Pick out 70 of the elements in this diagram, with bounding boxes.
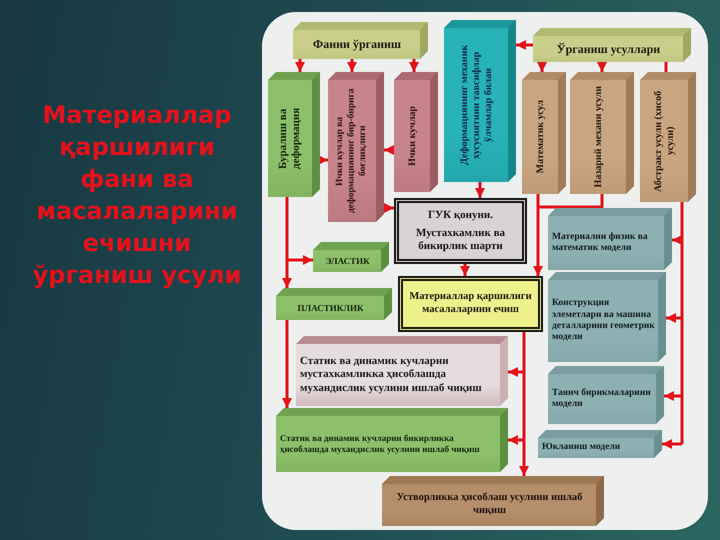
connector-line — [664, 62, 668, 72]
prism-block — [548, 272, 666, 362]
prism-block — [296, 336, 508, 406]
arrow — [409, 59, 419, 72]
block-label: ЭЛАСТИК — [325, 256, 370, 266]
prism-block — [548, 208, 672, 270]
block-label: Ички кучлар — [406, 106, 418, 166]
arrow — [662, 439, 682, 449]
block-label: Фанни ўрганиш — [312, 37, 402, 52]
prism-block — [548, 366, 664, 424]
arrow — [537, 62, 547, 72]
prism-block — [313, 242, 389, 272]
block-label: Деформациянинг механик хусусиятини тавсифлар ўлчамлар билан — [458, 44, 494, 168]
block-label: Статик ва динамик кучларни мустахкамликка ҳисоблашда мухандислик усулини ишлаб чиқиш — [300, 355, 483, 395]
block-label: Материаллар қаршилиги масалаларини ечиш — [409, 291, 532, 317]
prism-block — [538, 430, 662, 458]
arrow — [384, 145, 394, 155]
block-label: Конструкция элеметлари ва машина деталларини геометрик модели — [552, 298, 655, 344]
prism-block — [533, 28, 691, 62]
arrow — [597, 62, 607, 72]
arrow — [282, 260, 292, 288]
arrow — [516, 40, 533, 50]
prism-block — [382, 476, 604, 526]
block-label: ГУК қонуни. — [428, 208, 493, 222]
prism-block — [522, 72, 566, 194]
block-label: Абстракт усули (хисоб усули) — [652, 89, 676, 194]
arrow — [666, 313, 680, 323]
framed-box — [394, 198, 527, 264]
block-label: Математик усул — [534, 100, 546, 174]
arrow — [475, 182, 485, 198]
block-label: ПЛАСТИКЛИК — [297, 302, 364, 314]
arrow — [519, 440, 529, 476]
block-label: Устворликка ҳисоблаш усулини ишлаб чиқиш — [396, 492, 584, 518]
prism-block — [640, 72, 696, 202]
arrow — [460, 264, 470, 276]
block-label: Мустахкамлик ва бикирлик шарти — [414, 226, 506, 254]
block-label: Назарий механи усули — [592, 86, 604, 188]
prism-block — [444, 20, 516, 182]
arrow — [347, 59, 357, 72]
arrow — [664, 391, 680, 401]
prism-block — [328, 72, 384, 222]
block-label: Материални физик ва математик модели — [552, 232, 649, 254]
connector-line — [522, 332, 526, 440]
connector-line — [536, 194, 540, 207]
prism-block — [276, 288, 392, 320]
arrow — [672, 235, 682, 245]
connector-line — [286, 197, 288, 260]
block-label: Ўрганиш усуллари — [556, 42, 660, 56]
connector-line — [538, 194, 604, 208]
arrow — [318, 155, 328, 165]
title: Материаллар қаршилиги фани ва масалаларини ечишни ўрганиш усули — [32, 100, 242, 291]
block-label: Ички кучлар ва деформациянинг бир-бирига боғлиқлиги — [335, 88, 370, 216]
arrow — [508, 435, 524, 445]
block-label: Буралиш ва деформация — [277, 106, 304, 172]
arrow — [282, 320, 292, 408]
arrow — [533, 207, 543, 276]
connector-line — [680, 202, 684, 444]
block-label: Таянч бирикмаларини модели — [552, 388, 652, 410]
arrow — [508, 367, 522, 377]
prism-block — [268, 72, 320, 197]
prism-block — [394, 72, 438, 192]
framed-box — [398, 276, 543, 332]
prism-block — [293, 22, 428, 59]
arrow — [295, 59, 305, 72]
block-label: Юкланиш модели — [542, 442, 620, 454]
prism-block — [276, 408, 508, 472]
arrow — [287, 255, 313, 265]
arrow — [384, 203, 394, 213]
prism-block — [570, 72, 634, 194]
block-label: Статик ва динамик кучларни бикирликка ҳисоблашда мухандислик усулини ишлаб чиқиш — [280, 433, 481, 455]
